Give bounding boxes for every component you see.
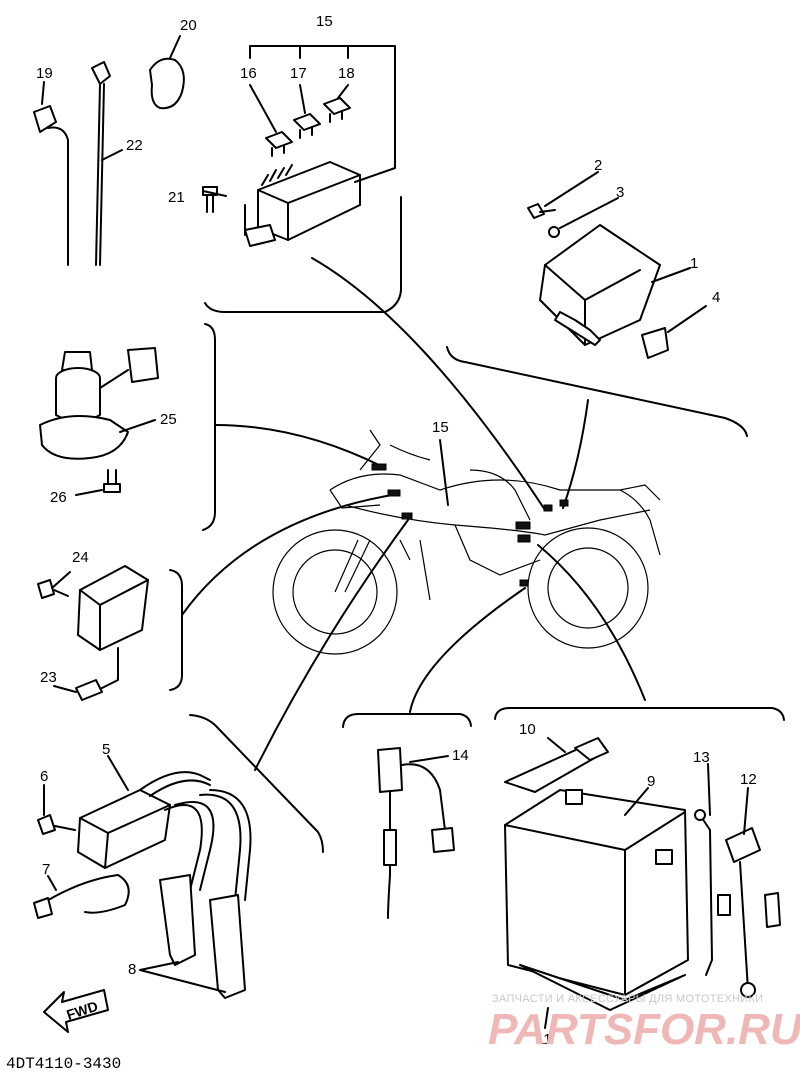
leader-fuse-box xyxy=(311,257,546,511)
band-7 xyxy=(33,874,130,919)
label-9: 9 xyxy=(647,773,655,790)
label-18: 18 xyxy=(338,65,355,82)
label-16: 16 xyxy=(240,65,257,82)
negative-lead-13 xyxy=(694,809,731,976)
bracket-main-switch-group xyxy=(202,323,216,531)
screw-24 xyxy=(37,579,69,599)
label-21: 21 xyxy=(168,189,185,206)
bike-connector-marks xyxy=(371,463,569,587)
label-14: 14 xyxy=(452,747,469,764)
positive-lead-12 xyxy=(725,827,781,998)
label-15-mid: 15 xyxy=(432,419,449,436)
battery-part xyxy=(504,789,689,1011)
label-19: 19 xyxy=(36,65,53,82)
rectifier-regulator-part xyxy=(75,565,149,701)
ignition-coil-part xyxy=(77,771,211,869)
label-5: 5 xyxy=(102,741,110,758)
leader-sensor xyxy=(409,587,526,713)
label-23: 23 xyxy=(40,669,57,686)
screw-2 xyxy=(527,203,556,219)
label-15-top: 15 xyxy=(316,13,333,30)
label-3: 3 xyxy=(616,184,624,201)
spark-plug-caps-8 xyxy=(159,789,252,999)
washer-3 xyxy=(548,226,560,238)
label-4: 4 xyxy=(712,289,720,306)
leader-ignition-coil xyxy=(254,519,409,771)
label-2: 2 xyxy=(594,157,602,174)
forward-direction-arrow: FWD xyxy=(43,989,109,1033)
label-15-bracket xyxy=(249,45,396,183)
label-26: 26 xyxy=(50,489,67,506)
label-10: 10 xyxy=(519,721,536,738)
label-25: 25 xyxy=(160,411,177,428)
bracket-sensor-group xyxy=(342,713,472,728)
leader-battery xyxy=(537,544,646,701)
watermark-logo: PARTSFOR.RU xyxy=(488,1005,800,1054)
neutral-switch-part xyxy=(377,747,455,919)
fuse-17 xyxy=(293,113,321,139)
fuse-18 xyxy=(323,97,351,123)
screw-26 xyxy=(103,469,121,493)
leader-rectifier xyxy=(181,494,393,616)
label-7: 7 xyxy=(42,861,50,878)
label-13: 13 xyxy=(693,749,710,766)
bracket-ignition-coil-group xyxy=(189,714,324,853)
holder-4 xyxy=(641,327,669,359)
label-20: 20 xyxy=(180,17,197,34)
label-12: 12 xyxy=(740,771,757,788)
fuse-16 xyxy=(265,131,293,157)
screw-6 xyxy=(37,814,76,835)
cable-band-part xyxy=(33,105,69,266)
label-1: 1 xyxy=(690,255,698,272)
leader-main-switch xyxy=(214,424,386,469)
label-11: 11 xyxy=(536,1031,552,1048)
label-6: 6 xyxy=(40,768,48,785)
diagram-reference-code: 4DT4110-3430 xyxy=(6,1055,121,1073)
rubber-cover-part xyxy=(149,57,185,110)
leader-cdi xyxy=(562,399,589,509)
part-labels: 1 2 3 4 5 6 7 8 9 10 11 12 13 14 15 15 1… xyxy=(36,13,757,1048)
bracket-rectifier-group xyxy=(169,569,183,691)
watermark-tagline: ЗАПЧАСТИ И АКСЕССУАРЫ ДЛЯ МОТОТЕХНИКИ xyxy=(492,993,763,1005)
fuse-box-part xyxy=(244,161,361,247)
motorcycle-outline xyxy=(272,429,661,655)
label-24: 24 xyxy=(72,549,89,566)
bracket-battery-group xyxy=(494,707,785,721)
battery-band-10 xyxy=(504,737,609,793)
label-8: 8 xyxy=(128,961,136,978)
label-22: 22 xyxy=(126,137,143,154)
bracket-cdi-group xyxy=(446,346,748,437)
main-switch-part xyxy=(39,347,159,460)
cable-tie-part xyxy=(91,61,111,266)
cdi-unit-part xyxy=(539,224,661,346)
label-17: 17 xyxy=(290,65,307,82)
